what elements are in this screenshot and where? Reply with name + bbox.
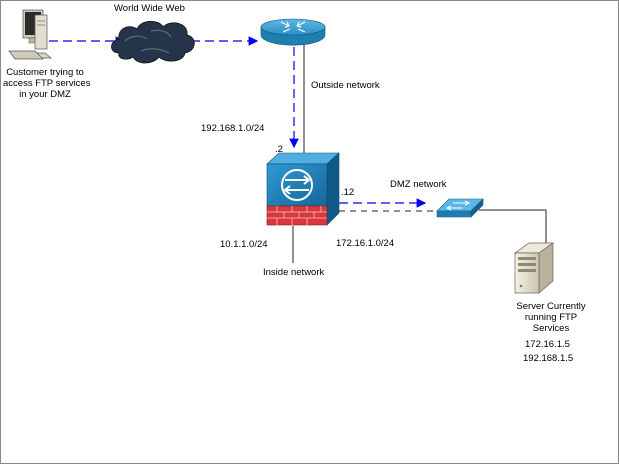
inside-network-label: Inside network xyxy=(263,267,325,278)
customer-label-line-1: Customer trying to xyxy=(6,67,84,78)
www-label: World Wide Web xyxy=(114,3,185,14)
outside-subnet-label: 192.168.1.0/24 xyxy=(201,123,265,134)
outside-interface-label: .2 xyxy=(275,144,283,155)
pc-icon xyxy=(8,9,52,60)
dmz-network-label: DMZ network xyxy=(390,179,447,190)
switch-icon xyxy=(436,198,484,218)
server-label-line-2: running FTP xyxy=(524,312,578,323)
inside-subnet-label: 10.1.1.0/24 xyxy=(220,239,268,250)
server-label-line-3: Services xyxy=(532,323,570,334)
router-icon xyxy=(260,18,326,46)
dmz-subnet-label: 172.16.1.0/24 xyxy=(336,238,395,249)
dmz-interface-label: .12 xyxy=(341,187,355,198)
server-ip-1: 172.16.1.5 xyxy=(525,339,570,350)
server-ip-2: 192.168.1.5 xyxy=(523,353,574,364)
server-icon xyxy=(513,242,555,294)
firewall-icon xyxy=(266,152,340,226)
cloud-icon xyxy=(111,20,195,64)
server-label: Server Currently running FTP Services xyxy=(503,301,599,334)
server-label-line-1: Server Currently xyxy=(516,301,586,312)
customer-label-line-3: in your DMZ xyxy=(19,89,71,100)
outside-network-label: Outside network xyxy=(311,80,380,91)
customer-label-line-2: access FTP services xyxy=(3,78,91,89)
customer-label: Customer trying to access FTP services i… xyxy=(3,67,91,100)
